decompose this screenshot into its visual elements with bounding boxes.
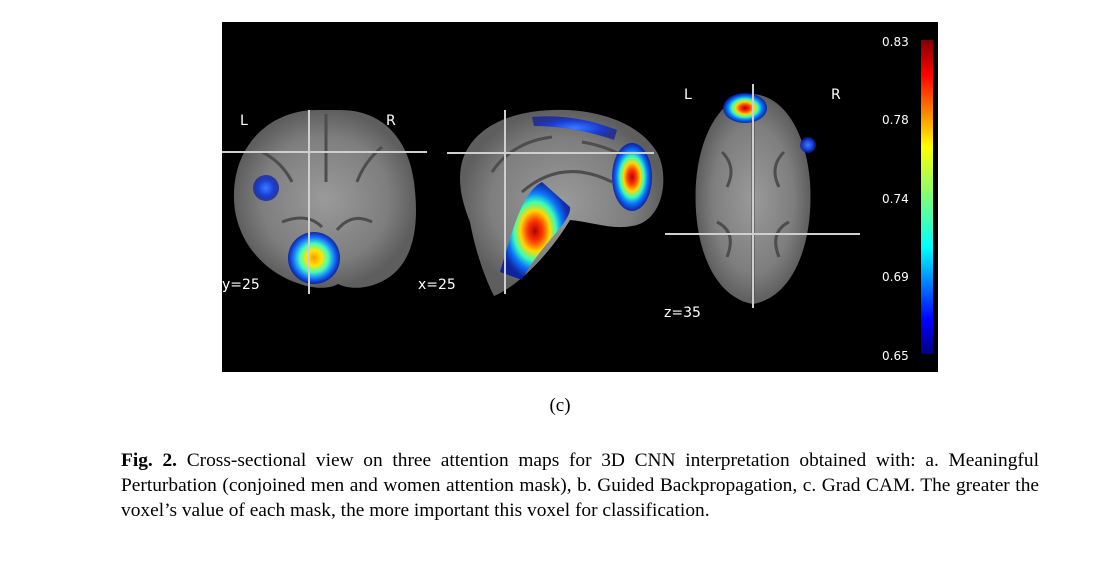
axial-coord-label: z=35 <box>664 305 701 321</box>
subfigure-label: (c) <box>549 395 571 416</box>
figure-caption: Fig. 2. Cross-sectional view on three at… <box>121 448 1039 523</box>
colorbar: 0.83 0.78 0.74 0.69 0.65 <box>882 35 933 363</box>
coronal-coord-label: y=25 <box>222 277 260 293</box>
colorbar-tick-2: 0.74 <box>882 192 909 206</box>
sagittal-frontal-hotspot <box>612 143 652 211</box>
sagittal-coolspot <box>532 116 617 140</box>
attention-map-figure: L R y=25 x=25 L R z=35 <box>222 22 938 372</box>
colorbar-tick-3: 0.69 <box>882 270 909 284</box>
sagittal-slice: x=25 <box>418 109 664 296</box>
coronal-hotspot <box>288 232 340 284</box>
sagittal-hotspot <box>500 182 571 280</box>
coronal-brain <box>233 110 417 288</box>
axial-right-label: R <box>831 87 841 103</box>
axial-slice: L R z=35 <box>664 84 860 321</box>
colorbar-tick-0: 0.83 <box>882 35 909 49</box>
coronal-slice: L R y=25 <box>222 110 427 294</box>
caption-text: Cross-sectional view on three attention … <box>121 450 1039 521</box>
caption-label: Fig. 2. <box>121 450 177 471</box>
axial-coolspot <box>800 137 816 153</box>
coronal-left-label: L <box>240 113 248 129</box>
axial-hotspot <box>723 93 767 123</box>
sagittal-coord-label: x=25 <box>418 277 456 293</box>
attention-map-image: L R y=25 x=25 L R z=35 <box>222 35 933 363</box>
colorbar-gradient <box>921 40 933 354</box>
coronal-right-label: R <box>386 113 396 129</box>
coronal-coolspot <box>253 175 279 201</box>
axial-left-label: L <box>684 87 692 103</box>
colorbar-tick-1: 0.78 <box>882 113 909 127</box>
colorbar-tick-4: 0.65 <box>882 349 909 363</box>
